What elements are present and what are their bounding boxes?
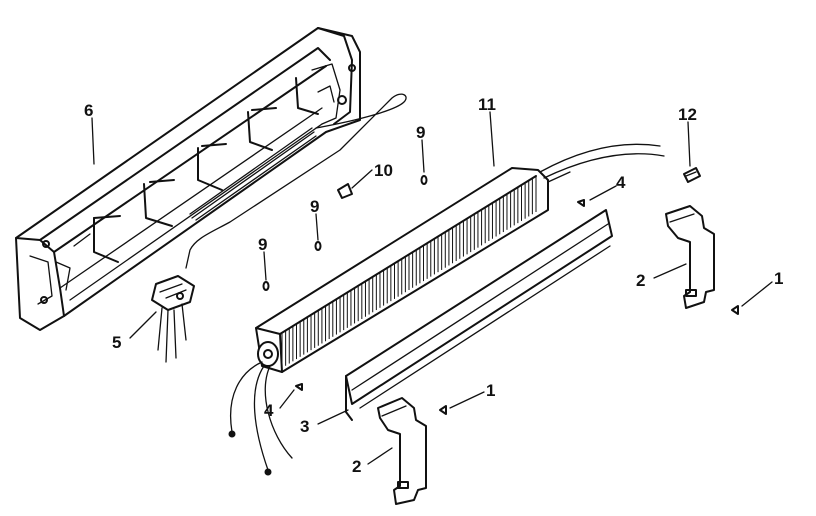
element-fins	[281, 176, 537, 368]
callout-2-upper: 2	[636, 271, 645, 290]
bracket-part-upper	[665, 205, 715, 309]
bracket-part-lower	[377, 397, 427, 505]
callout-9-middle: 9	[310, 197, 319, 216]
callout-6: 6	[84, 101, 93, 120]
callout-4-upper: 4	[616, 173, 626, 192]
callout-11: 11	[478, 95, 496, 114]
callout-9-upper: 9	[416, 123, 425, 142]
terminal-block-part	[151, 275, 195, 363]
callout-1-upper: 1	[774, 269, 783, 288]
housing-part	[15, 27, 361, 331]
fasteners	[262, 167, 739, 415]
callout-10: 10	[374, 161, 393, 180]
callout-12: 12	[678, 105, 697, 124]
callout-5: 5	[112, 333, 121, 352]
callout-labels: 6 11 12 9 10 9 9 4 2 1 5 4 1 3 2	[84, 95, 783, 476]
deflector-part	[345, 209, 613, 421]
leader-lines	[91, 111, 773, 465]
callout-9-lower: 9	[258, 235, 267, 254]
callout-4-lower: 4	[264, 401, 274, 420]
callout-2-lower: 2	[352, 457, 361, 476]
callout-3: 3	[300, 417, 309, 436]
heating-element-part	[228, 143, 665, 476]
wire-lead	[185, 93, 407, 269]
callout-1-lower: 1	[486, 381, 495, 400]
